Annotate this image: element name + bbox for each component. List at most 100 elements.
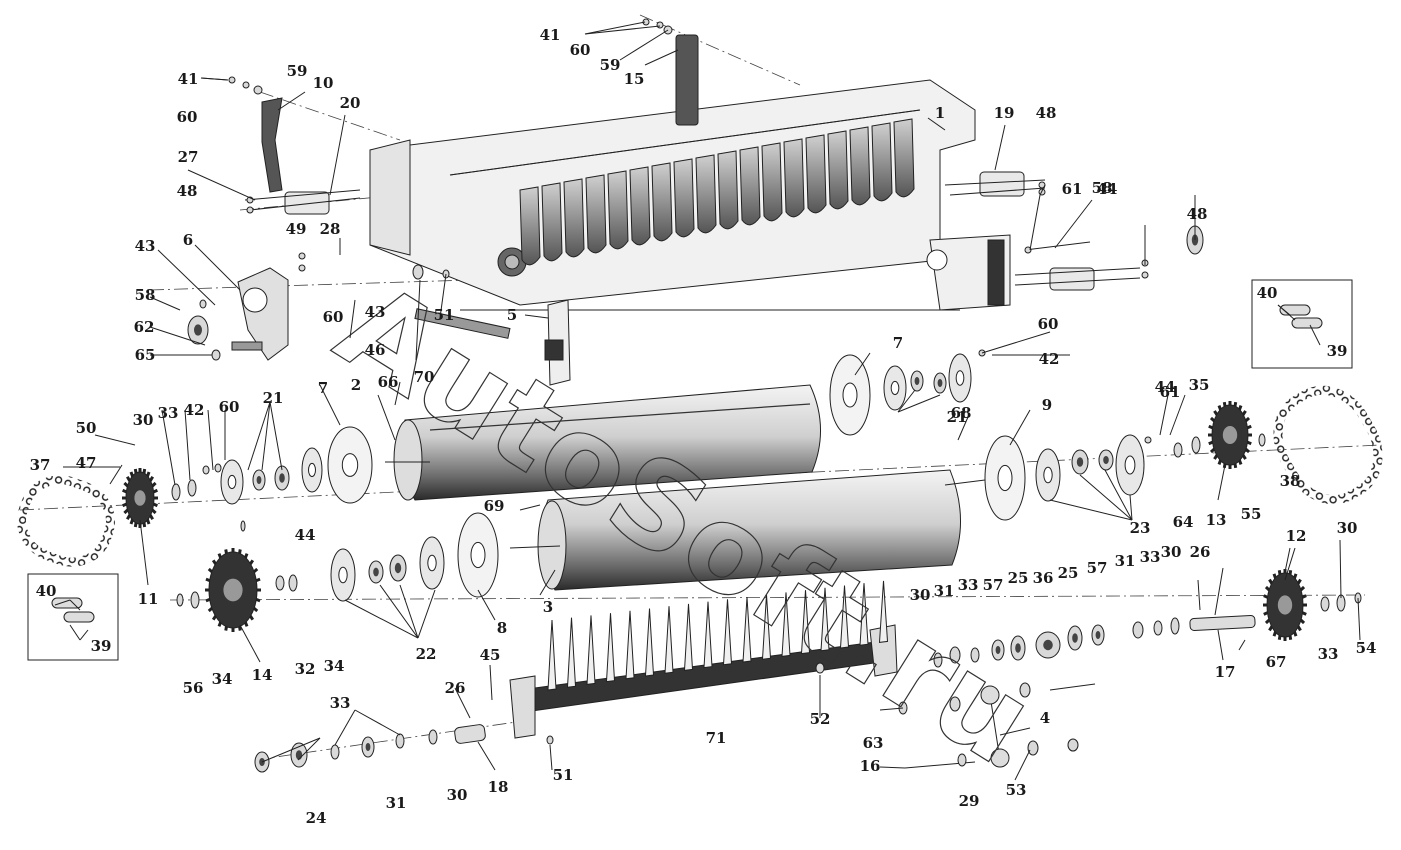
shaft-17 (1189, 614, 1256, 631)
callout-12: 12 (1286, 527, 1307, 545)
comb-tooth (605, 613, 616, 683)
callout-2: 2 (351, 376, 361, 394)
callout-36: 36 (1033, 569, 1054, 587)
washer (1170, 617, 1180, 635)
callout-59: 59 (287, 62, 308, 80)
callout-69: 69 (484, 497, 505, 515)
leader-line (584, 21, 646, 35)
leader-line (1284, 547, 1296, 581)
sprocket-13 (1208, 401, 1252, 469)
frame-blade (585, 174, 607, 254)
leader-line (1284, 547, 1291, 573)
washer-bore (1015, 643, 1021, 653)
callout-58: 58 (135, 286, 156, 304)
leader-line (297, 737, 321, 761)
flange-21d-hole (227, 474, 237, 490)
leader-line (1217, 464, 1226, 501)
washer (1258, 433, 1266, 447)
washer-bore (256, 476, 262, 484)
leader-line (261, 401, 271, 471)
leader-line (439, 273, 447, 319)
roller-upper (385, 384, 821, 501)
callout-51: 51 (434, 306, 455, 324)
chain-38 (1273, 385, 1383, 505)
leader-line (261, 737, 321, 763)
washer (1132, 621, 1144, 639)
washer (933, 652, 943, 668)
leader-line (157, 249, 216, 306)
washer (1191, 436, 1201, 454)
callout-30: 30 (910, 586, 931, 604)
leader-line (277, 91, 306, 111)
washer (242, 81, 250, 89)
leader-line (1054, 199, 1093, 249)
leader-line (1277, 304, 1296, 321)
callout-23: 23 (1130, 519, 1151, 537)
leader-line (139, 519, 149, 586)
leader-line (981, 331, 1051, 354)
washer (1067, 738, 1079, 752)
callout-labels: 1234567789101112131415161718192021212223… (30, 26, 1377, 827)
washer-bore (1103, 456, 1109, 464)
washer (240, 520, 246, 532)
callout-68: 68 (951, 404, 972, 422)
washer (288, 574, 298, 592)
callout-7: 7 (318, 379, 328, 397)
leader-line (394, 381, 401, 406)
leader-line (1238, 639, 1246, 651)
callout-30: 30 (133, 411, 154, 429)
leader-line (1159, 394, 1169, 436)
washer (412, 264, 424, 280)
washer (428, 729, 438, 745)
callout-30: 30 (1161, 543, 1182, 561)
washer (228, 76, 236, 84)
washer (176, 593, 184, 607)
washer (1144, 436, 1152, 444)
leader-line (269, 401, 283, 471)
callout-21: 21 (947, 408, 968, 426)
washer (949, 646, 961, 664)
callout-15: 15 (624, 70, 645, 88)
callout-40: 40 (36, 582, 57, 600)
plate-5 (414, 299, 571, 386)
washer (171, 483, 181, 501)
frame-blade (783, 138, 805, 218)
leader-line (349, 299, 356, 339)
leader-line (319, 384, 341, 426)
comb-tooth (859, 583, 869, 646)
washer (275, 575, 285, 591)
leader-line (344, 599, 419, 639)
callout-64: 64 (1173, 513, 1194, 531)
callout-34: 34 (212, 670, 233, 688)
plate-10 (261, 97, 283, 193)
callout-66: 66 (378, 373, 399, 391)
callout-31: 31 (386, 794, 407, 812)
leader-line (69, 624, 81, 641)
comb-tooth (586, 615, 596, 685)
washer-bore (1043, 639, 1053, 651)
callout-65: 65 (135, 346, 156, 364)
leader-line (354, 709, 401, 736)
callout-11: 11 (138, 590, 159, 608)
comb-tooth (800, 590, 811, 655)
leader-line (957, 416, 969, 441)
chain-37 (17, 475, 115, 567)
leader-line (477, 741, 496, 771)
leader-line (94, 434, 136, 446)
comb-tooth (683, 603, 694, 671)
callout-32: 32 (295, 660, 316, 678)
callout-33: 33 (1318, 645, 1339, 663)
leader-line (54, 599, 71, 606)
plate-15 (675, 34, 699, 126)
callout-60: 60 (219, 398, 240, 416)
callout-1: 1 (935, 104, 945, 122)
frame-blade (695, 154, 717, 234)
washer (1141, 271, 1149, 279)
leader-line (619, 29, 669, 61)
frame-blade (739, 146, 761, 226)
leader-line (69, 599, 81, 611)
callout-33: 33 (158, 404, 179, 422)
roller-lower (509, 469, 986, 591)
leader-line (1357, 597, 1361, 641)
